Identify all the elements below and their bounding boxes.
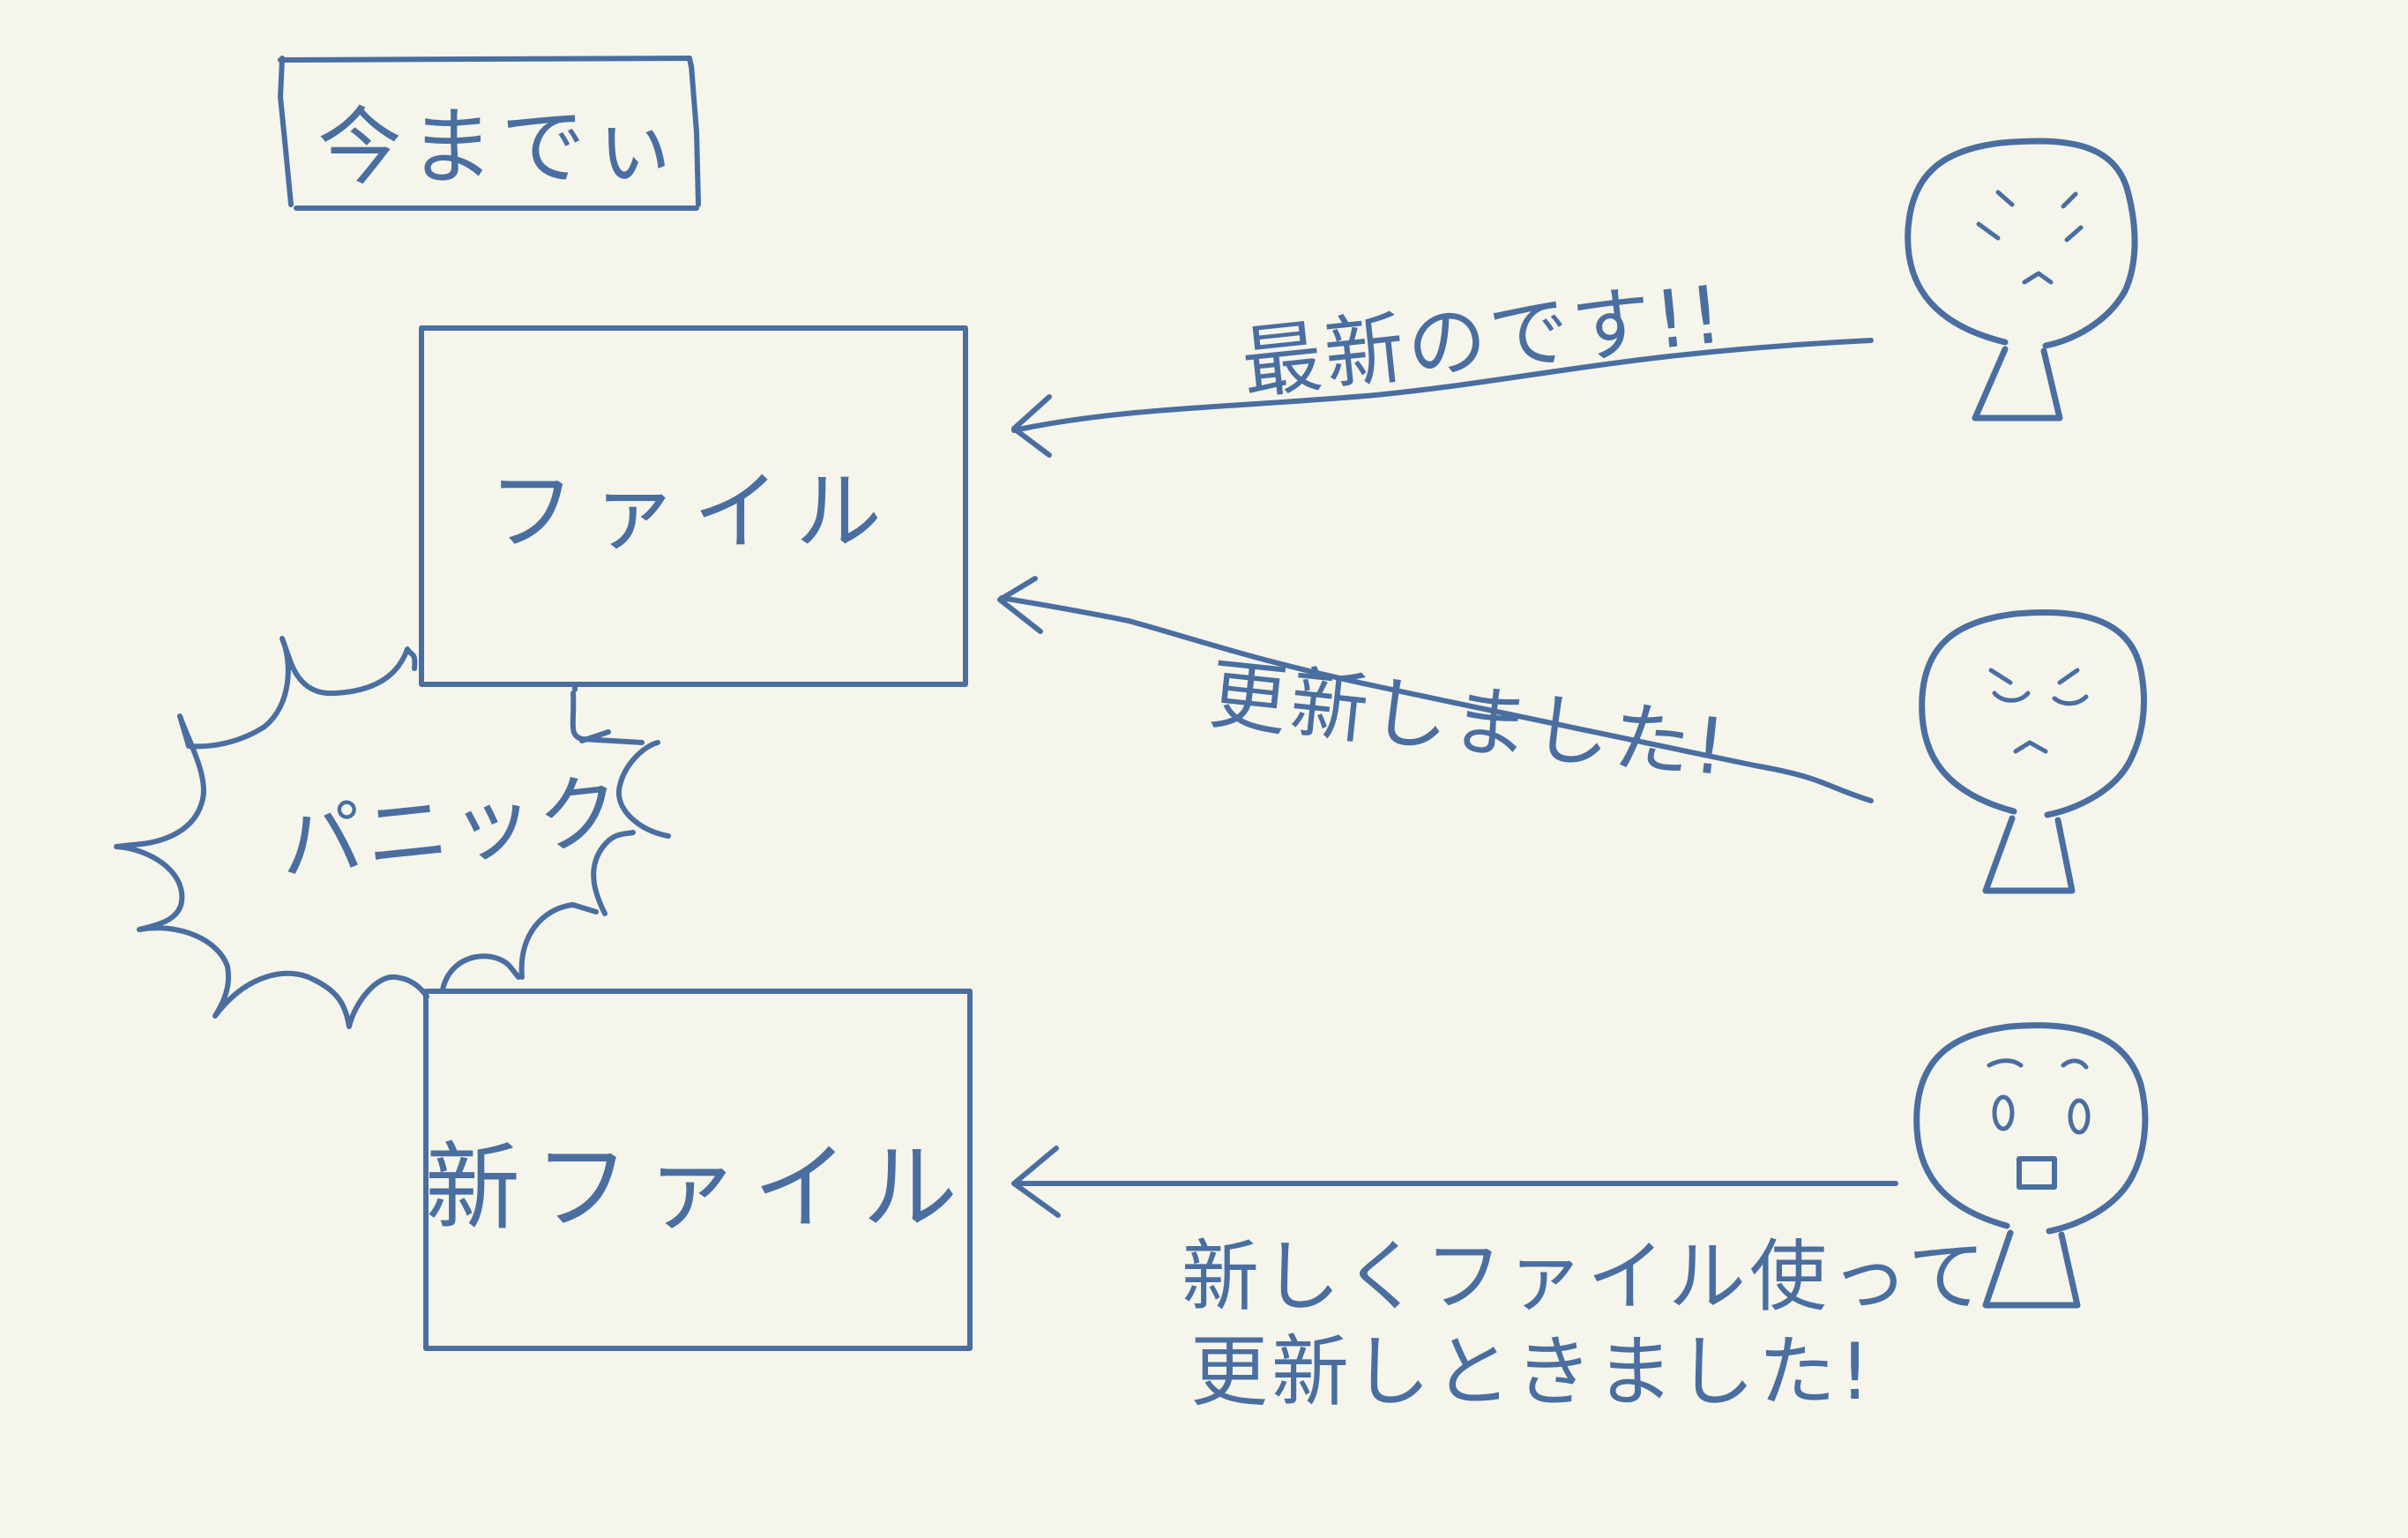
person-angry-head xyxy=(1905,138,2138,349)
file-box-label: ファイル xyxy=(488,462,898,563)
arrow-latest xyxy=(1011,338,1874,458)
new-file-box-label: 新ファイル xyxy=(425,1133,972,1243)
message-new-file-line1: 新しくファイル使って xyxy=(1182,1231,1989,1322)
person-surprised xyxy=(1913,1022,2149,1309)
person-surprised-head xyxy=(1913,1022,2149,1235)
message-updated: 更新しました! xyxy=(1205,648,1733,793)
message-latest: 最新のです!! xyxy=(1238,268,1730,411)
header-label-box: 今までぃ xyxy=(278,56,701,211)
file-box: ファイル xyxy=(419,325,968,687)
person-annoyed xyxy=(1919,609,2148,894)
message-new-file-line2: 更新しときました! xyxy=(1190,1326,1874,1417)
panic-label: パニック xyxy=(275,763,629,894)
person-annoyed-head xyxy=(1919,609,2148,818)
person-angry xyxy=(1905,138,2138,422)
panic-bubble-outline xyxy=(114,636,671,1029)
arrow-updated xyxy=(997,576,1874,803)
arrow-new-file xyxy=(1011,1146,1898,1218)
header-label: 今までぃ xyxy=(317,98,684,197)
new-file-box: 新ファイル xyxy=(423,989,973,1351)
panic-burst: パニック xyxy=(114,636,671,1029)
